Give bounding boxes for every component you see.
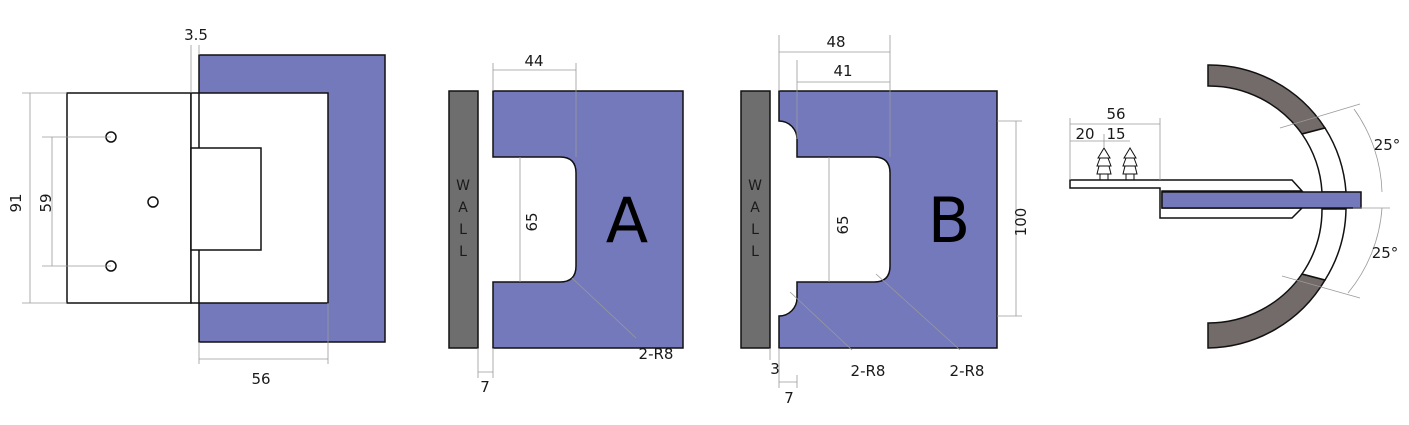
dim-cutout-a: 65: [523, 212, 541, 231]
profile-b-dimension-lines: [769, 35, 1022, 388]
wall-plate: [66, 92, 192, 304]
door-swing-arc-bottom: [1207, 273, 1327, 349]
wall-bar-b: [740, 90, 771, 349]
angle-top: 25°: [1374, 136, 1401, 154]
dim-hole-spacing: 59: [37, 193, 55, 212]
wall-letter-a-3: L: [459, 222, 467, 238]
angle-bottom: 25°: [1372, 244, 1399, 262]
dim-cutout-b: 65: [834, 215, 852, 234]
dim-gap-small-b: 3: [770, 360, 780, 378]
wall-letter-a-2: A: [458, 200, 468, 216]
dim-gap-b: 7: [784, 389, 794, 407]
wall-letter-b-4: L: [751, 244, 759, 260]
dim-b-top: 15: [1106, 125, 1125, 143]
glass-panel-top: [1161, 191, 1362, 209]
wall-anchor-right: [1122, 147, 1138, 180]
door-swing-clear-arc-top: [1300, 127, 1347, 193]
profile-a: W A L L A 44 65 7 2-R8: [448, 52, 684, 396]
dim-total-top: 56: [1106, 105, 1125, 123]
dim-top-outer-b: 48: [826, 33, 845, 51]
top-view: 56 20 15 25° 25°: [1069, 64, 1401, 349]
dim-height-b: 100: [1012, 208, 1030, 237]
wall-letter-b-2: A: [750, 200, 760, 216]
dim-top-a: 44: [524, 52, 543, 70]
top-view-dimension-lines: [1069, 103, 1390, 299]
wall-letter-b-3: L: [751, 222, 759, 238]
wall-bar-a: [448, 90, 479, 349]
dim-depth: 56: [251, 370, 270, 388]
screw-hole-middle: [147, 196, 159, 208]
profile-a-letter: A: [606, 184, 648, 257]
profile-b-letter: B: [928, 184, 971, 257]
radius-note-b-right: 2-R8: [950, 362, 985, 380]
dim-top-inner-b: 41: [833, 62, 852, 80]
wall-letter-a-1: W: [456, 178, 470, 194]
dim-plate-height: 91: [7, 193, 25, 212]
hinge-front-dimension-lines: [22, 45, 329, 364]
hinge-block: [190, 147, 262, 251]
dim-gap: 3.5: [184, 26, 208, 44]
profile-a-dimension-lines: [477, 63, 637, 378]
wall-anchor-left: [1096, 147, 1112, 180]
dim-a-top: 20: [1075, 125, 1094, 143]
wall-letter-b-1: W: [748, 178, 762, 194]
glass-profile-a: [492, 90, 684, 349]
door-swing-clear-arc-bottom: [1300, 208, 1347, 281]
radius-note-b-left: 2-R8: [851, 362, 886, 380]
profile-b: W A L L B 48 41 65 100 3 7 2-R8 2-R8: [740, 33, 1030, 407]
dim-gap-a: 7: [480, 378, 490, 396]
door-swing-arc-top: [1207, 64, 1327, 135]
hinge-front-view: 91 59 3.5 56: [7, 26, 386, 388]
wall-letter-a-4: L: [459, 244, 467, 260]
radius-note-a: 2-R8: [639, 345, 674, 363]
glass-profile-b: [778, 90, 998, 349]
